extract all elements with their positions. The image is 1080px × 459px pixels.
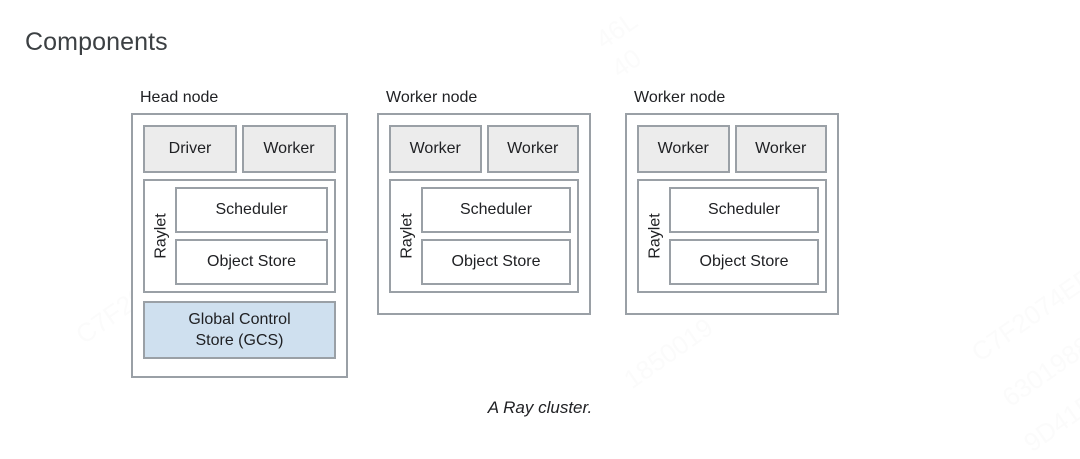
component-box-object-store[interactable]: Object Store [175, 239, 328, 285]
component-box-scheduler[interactable]: Scheduler [175, 187, 328, 233]
node-box-worker-2: Worker Worker Raylet Scheduler Object St… [625, 113, 839, 315]
node-box-worker-1: Worker Worker Raylet Scheduler Object St… [377, 113, 591, 315]
raylet-label-worker-1: Raylet [395, 187, 421, 285]
process-box-worker[interactable]: Worker [734, 125, 827, 173]
raylet-label-worker-2: Raylet [643, 187, 669, 285]
process-box-driver[interactable]: Driver [143, 125, 237, 173]
gcs-line-1: Global Control [188, 311, 291, 328]
node-label-worker-1: Worker node [386, 89, 478, 106]
node-column-worker-1: Worker node Worker Worker Raylet Schedul… [377, 88, 591, 315]
watermark-text: 46L [590, 5, 643, 55]
watermark-text: 1850019 [618, 311, 719, 395]
process-box-worker[interactable]: Worker [486, 125, 579, 173]
component-box-object-store[interactable]: Object Store [421, 239, 571, 285]
node-column-head: Head node Driver Worker Raylet Scheduler… [131, 88, 348, 378]
raylet-label-text: Raylet [399, 213, 417, 259]
process-row-worker-1: Worker Worker [389, 125, 579, 173]
component-box-object-store[interactable]: Object Store [669, 239, 819, 285]
raylet-box-worker-2: Raylet Scheduler Object Store [637, 179, 827, 293]
process-box-worker[interactable]: Worker [389, 125, 482, 173]
gcs-line-2: Store (GCS) [195, 332, 284, 349]
node-column-worker-2: Worker node Worker Worker Raylet Schedul… [625, 88, 839, 315]
process-row-worker-2: Worker Worker [637, 125, 827, 173]
raylet-label-text: Raylet [647, 213, 665, 259]
raylet-label-text: Raylet [153, 213, 171, 259]
watermark-text: C7F2074EF [965, 262, 1080, 368]
raylet-components-worker-1: Scheduler Object Store [421, 187, 571, 285]
node-label-worker-2: Worker node [634, 89, 726, 106]
node-box-head: Driver Worker Raylet Scheduler Object St… [131, 113, 348, 378]
raylet-components-worker-2: Scheduler Object Store [669, 187, 819, 285]
component-box-scheduler[interactable]: Scheduler [669, 187, 819, 233]
slide-canvas: 46L 40 C7F20 C7F2074EF 63019885 9D41F 18… [25, 5, 1080, 417]
raylet-box-worker-1: Raylet Scheduler Object Store [389, 179, 579, 293]
process-box-worker[interactable]: Worker [637, 125, 730, 173]
component-box-scheduler[interactable]: Scheduler [421, 187, 571, 233]
node-label-head: Head node [140, 89, 219, 106]
raylet-components-head: Scheduler Object Store [175, 187, 328, 285]
page-title: Components [25, 28, 168, 56]
gcs-box[interactable]: Global Control Store (GCS) [143, 301, 336, 359]
figure-caption: A Ray cluster. [487, 398, 593, 417]
raylet-label-head: Raylet [149, 187, 175, 285]
raylet-box-head: Raylet Scheduler Object Store [143, 179, 336, 293]
watermark-text: 40 [605, 42, 647, 84]
process-box-worker[interactable]: Worker [242, 125, 336, 173]
process-row-head: Driver Worker [143, 125, 336, 173]
